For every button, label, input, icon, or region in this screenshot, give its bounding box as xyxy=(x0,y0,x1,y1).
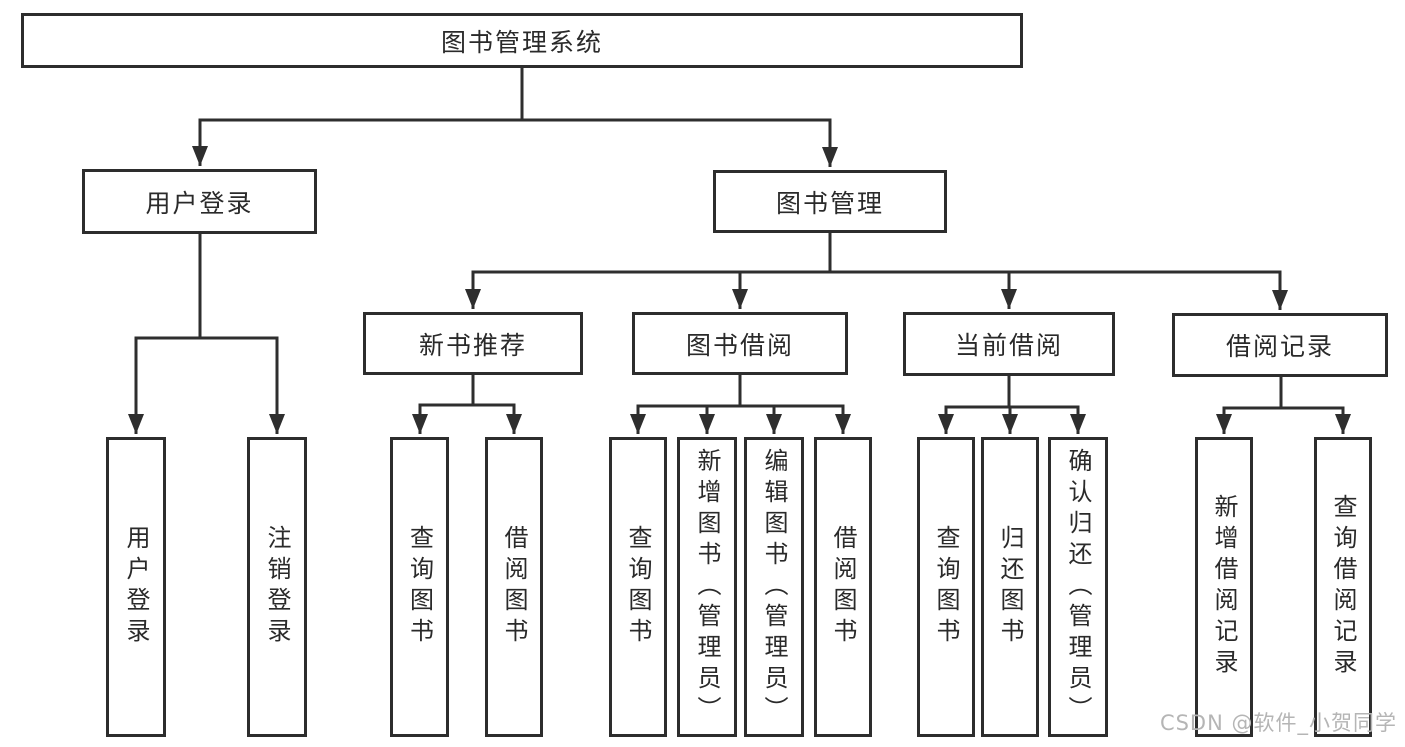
connector-mgmt-bk-borrow xyxy=(732,233,832,309)
connector-rec-borrow xyxy=(471,375,522,434)
leaf-user-login: 用户登录 xyxy=(106,437,166,737)
connector-cb-query xyxy=(938,376,1011,434)
connector-bb-borrow xyxy=(738,375,851,434)
connector-rec-query xyxy=(412,375,475,434)
connector-root-book-mgmt xyxy=(520,68,838,167)
node-new-book-recommend: 新书推荐 xyxy=(363,312,583,375)
leaf-borrow-query-books: 查询图书 xyxy=(609,437,667,737)
leaf-current-confirm-return-admin: 确认归还（管理员） xyxy=(1048,437,1108,737)
node-book-borrow: 图书借阅 xyxy=(632,312,848,375)
connector-cb-confirm xyxy=(1007,376,1086,434)
leaf-borrow-edit-books-admin: 编辑图书（管理员） xyxy=(744,437,804,737)
node-book-management: 图书管理 xyxy=(713,170,947,233)
connector-bb-add xyxy=(699,375,742,434)
leaf-borrow-borrow-books: 借阅图书 xyxy=(814,437,872,737)
connector-userlogin-logout xyxy=(198,234,285,434)
leaf-borrow-add-books-admin: 新增图书（管理员） xyxy=(677,437,737,737)
leaf-current-return-books: 归还图书 xyxy=(981,437,1039,737)
node-library-system: 图书管理系统 xyxy=(21,13,1023,68)
connector-br-add xyxy=(1216,377,1283,434)
leaf-recommend-borrow-books: 借阅图书 xyxy=(485,437,543,737)
node-current-borrow: 当前借阅 xyxy=(903,312,1115,376)
connector-mgmt-rec-log xyxy=(828,233,1288,310)
leaf-recommend-query-books: 查询图书 xyxy=(390,437,449,737)
leaf-current-query-books: 查询图书 xyxy=(917,437,975,737)
connector-br-query xyxy=(1279,377,1351,434)
connector-userlogin-login xyxy=(128,234,202,434)
node-borrow-records: 借阅记录 xyxy=(1172,313,1388,377)
leaf-records-query-record: 查询借阅记录 xyxy=(1314,437,1372,737)
leaf-logout-login: 注销登录 xyxy=(247,437,307,737)
csdn-watermark: CSDN @软件_小贺同学 xyxy=(1159,711,1397,735)
leaf-records-add-record: 新增借阅记录 xyxy=(1195,437,1253,737)
connector-root-user-login xyxy=(192,68,524,166)
node-user-login: 用户登录 xyxy=(82,169,317,234)
